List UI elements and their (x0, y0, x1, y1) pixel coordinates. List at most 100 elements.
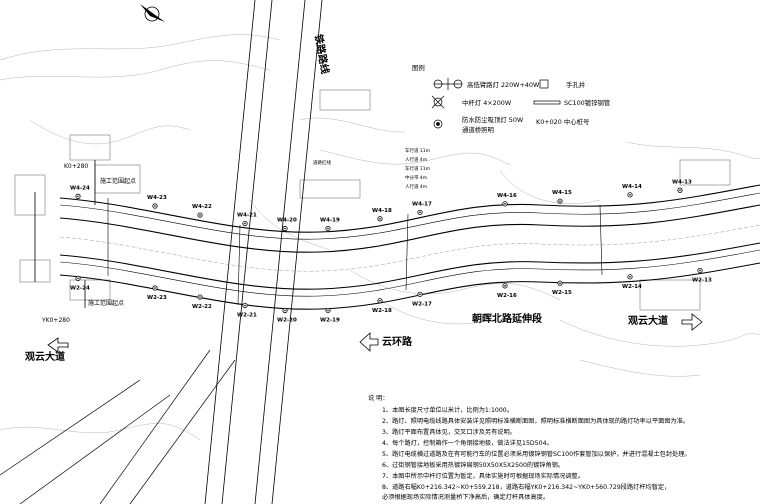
street-lamp-icon: W4-23 (147, 195, 167, 209)
street-lamp-icon: W2-16 (497, 283, 517, 299)
legend-item: 中杆灯 4×200W (462, 98, 512, 107)
main-road (59, 184, 760, 310)
notes: 说 明： 1、本图长度尺寸单位以米计，比例为1:1000。 2、路灯、照明电缆线… (368, 394, 691, 501)
street-lamp-icon: W4-21 (237, 212, 257, 227)
tunnel-lamp-icon (433, 119, 443, 129)
street-lamp-icon: W4-13 (672, 179, 692, 193)
lamp-label: W2-24 (70, 285, 90, 291)
lamp-label: W2-21 (237, 312, 257, 318)
section-label: 车行道 11m (405, 147, 430, 154)
street-lamp-icon: W2-20 (277, 307, 297, 324)
note-line: 2、路灯、照明电缆线路具体安装详见照明标准横断面图，照明标准横断面图为具体现的路… (382, 417, 689, 425)
section-label: 人行道 4m (405, 156, 427, 163)
lamp-label: W2-20 (277, 318, 297, 324)
yunhuan-arrow-icon (359, 332, 379, 352)
street-lamp-icon: W4-17 (412, 201, 432, 215)
section-labels: 车行道 11m 人行道 4m 车行道 11m 中分带 4m 人行道 4m 道路红… (313, 147, 430, 190)
lamp-label: W4-19 (320, 217, 340, 223)
street-lamp-icon: W2-14 (622, 274, 642, 290)
section-label: 车行道 11m (405, 165, 430, 172)
section-label: 道路红线 (313, 159, 331, 166)
lamp-label: W4-23 (147, 195, 167, 201)
lamp-label: W4-20 (277, 218, 297, 224)
legend-item: K0+020 中心桩号 (536, 117, 589, 126)
note-line: 6、过街钢管接地板采用热镀锌扁钢50X50X5X2500的镀锌角钢。 (382, 461, 564, 469)
lamp-label: W4-14 (622, 184, 642, 190)
street-lamp-icon: W2-19 (320, 307, 340, 323)
street-lamp-icon: W2-21 (237, 302, 257, 318)
yunhuan-label: 云环路 (382, 335, 413, 348)
guanyun-right-arrow-icon (681, 313, 703, 331)
note-line: 1、本图长度尺寸单位以米计，比例为1:1000。 (382, 406, 513, 414)
conduit-crossings (107, 198, 603, 306)
legend-item: 手孔井 (566, 80, 586, 89)
street-lamp-icon: W4-16 (497, 193, 517, 207)
lamp-label: W4-16 (497, 193, 517, 199)
lamp-label: W2-14 (622, 284, 642, 290)
section-label: 人行道 4m (405, 183, 427, 190)
lamp-label: W2-17 (412, 301, 432, 307)
street-lamp-icon: W2-24 (70, 275, 90, 291)
lamp-label: W4-21 (237, 212, 257, 218)
lamp-label: W4-18 (372, 208, 392, 214)
start-label-top: 施工范围起点 (100, 177, 136, 185)
guanyun-road-left (0, 349, 236, 504)
lamp-label: W2-15 (552, 290, 572, 296)
street-lamp-icon: W4-15 (552, 190, 572, 204)
lamp-label: W4-24 (70, 185, 90, 191)
lamp-label: W2-18 (372, 308, 392, 314)
street-lamp-icon: W4-18 (372, 208, 392, 222)
conduit-icon (533, 100, 561, 105)
lamp-label: W4-22 (192, 204, 212, 210)
lamp-label: W2-22 (192, 304, 212, 310)
legend-item: 高低臂路灯 220W+40W (467, 80, 540, 89)
terrain-contours (0, 34, 760, 441)
guanyun-left-label: 观云大道 (25, 350, 65, 363)
street-lamp-icon: W4-20 (277, 218, 297, 232)
construction-start-markers (34, 160, 96, 308)
lamp-label: W2-19 (320, 317, 340, 323)
notes-heading: 说 明： (368, 394, 389, 402)
chainage-yk0-280: YK0+280 (41, 317, 70, 324)
lamp-label: W2-16 (497, 293, 517, 299)
legend: 图例 高低臂路灯 220W+40W 中杆灯 4×200W 防水防尘吸顶灯 50W… (405, 60, 630, 142)
note-line: 3、路灯平面布置具体见，交叉口涉及另有说明。 (382, 428, 516, 436)
guanyun-left-arrow-icon (47, 337, 69, 353)
street-lamp-icon: W4-19 (320, 217, 340, 232)
middle-lamp-icon (431, 95, 445, 109)
street-lamp-icon: W2-18 (372, 298, 392, 314)
note-line: 4、每个路灯，控制箱作一个角钢接地极，做法详见15D504。 (382, 439, 553, 447)
street-lamp-icon: W2-22 (192, 294, 212, 310)
chainage-k0-280: K0+280 (64, 163, 88, 170)
road-labels: 朝晖北路延伸段 观云大道 云环路 观云大道 (25, 312, 703, 363)
street-lamp-icon: W4-14 (622, 184, 642, 198)
legend-item: 防水防尘吸顶灯 50W (462, 115, 524, 124)
street-lamp-icon: W2-17 (412, 291, 432, 307)
lamp-label: W4-13 (672, 179, 692, 185)
note-line: 必须根据现场实际情况测量桥下净高后，确定灯杆具体高度。 (382, 493, 549, 501)
street-lamp-icon: W4-22 (192, 204, 212, 218)
lamp-label: W4-15 (552, 190, 572, 196)
note-line: 7、本图中所示中杆灯位置为暂定，具体实施时可根据现场实际情况调整。 (382, 472, 584, 480)
street-lamp-icon: W4-24 (70, 185, 90, 200)
legend-item: 通道桥照明 (462, 125, 494, 134)
guanyun-right-label: 观云大道 (628, 314, 668, 327)
double-lamp-icon (433, 78, 463, 90)
legend-heading: 图例 (412, 63, 425, 72)
street-lamp-icon: W2-13 (692, 267, 712, 283)
lamp-label: W4-17 (412, 201, 432, 207)
lamp-label: W2-13 (692, 277, 712, 283)
legend-item: SC100镀锌钢管 (564, 98, 610, 107)
main-road-label: 朝晖北路延伸段 (472, 312, 542, 325)
lamp-label: W2-23 (147, 295, 167, 301)
handhole-icon (539, 79, 549, 89)
section-label: 中分带 4m (405, 174, 427, 181)
street-lamp-icon: W2-23 (147, 285, 167, 301)
note-line: 8、道路右幅K0+216.342~K0+559.218，道路右幅YK0+216.… (382, 483, 670, 491)
note-line: 5、路灯电缆横过道路及在有可能行车的位置必须采用镀锌钢管SC100作套管加以保护… (382, 450, 691, 458)
north-arrow-icon (140, 4, 165, 22)
street-lamp-icon: W2-15 (552, 280, 572, 296)
start-label-bottom: 施工范围起点 (88, 299, 124, 307)
